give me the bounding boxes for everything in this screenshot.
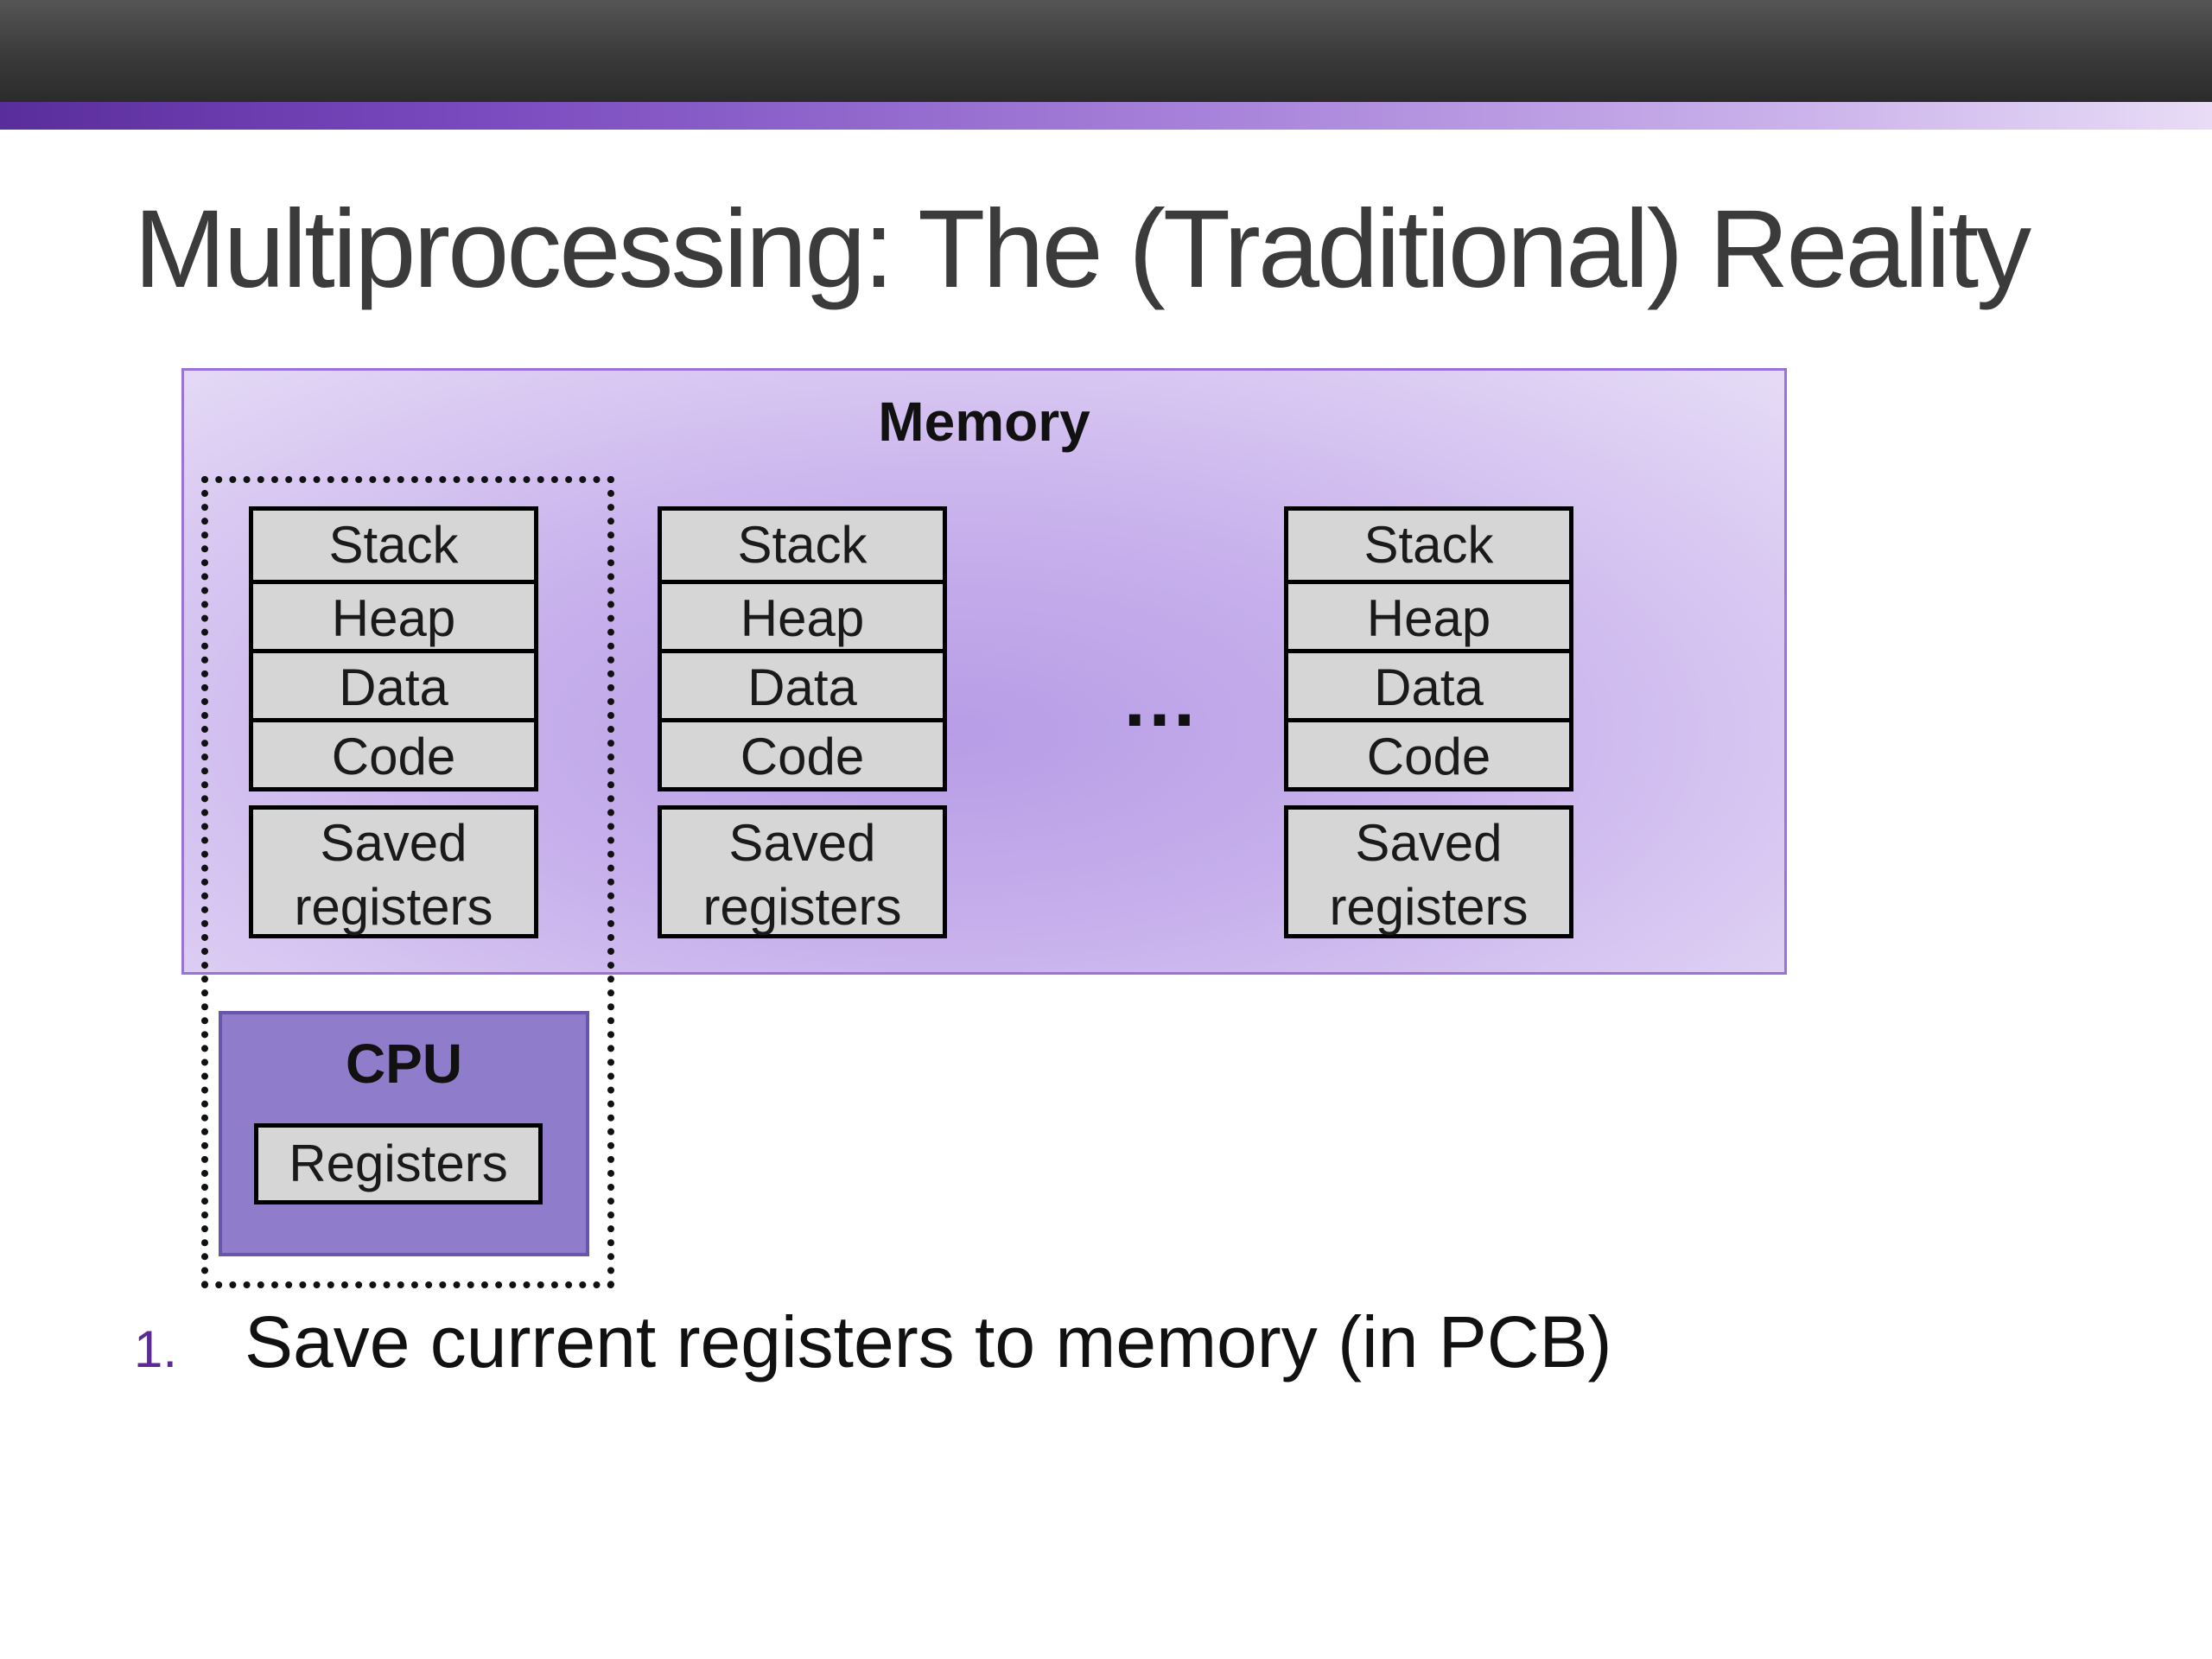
address-space: Stack Heap Data Code xyxy=(249,506,538,791)
data-segment: Data xyxy=(662,649,943,718)
data-segment: Data xyxy=(1288,649,1569,718)
list-item: 1. Save current registers to memory (in P… xyxy=(134,1300,1611,1384)
saved-registers-line1: Saved xyxy=(728,814,876,872)
code-segment: Code xyxy=(1288,718,1569,787)
code-segment: Code xyxy=(253,718,534,787)
header-bar xyxy=(0,0,2212,102)
memory-box: Memory Stack Heap Data Code Saved regist… xyxy=(181,368,1787,975)
saved-registers-line2: registers xyxy=(294,878,493,936)
saved-registers-line2: registers xyxy=(702,878,902,936)
cpu-box: CPU Registers xyxy=(219,1011,589,1256)
data-segment: Data xyxy=(253,649,534,718)
list-number: 1. xyxy=(134,1320,178,1378)
saved-registers-line1: Saved xyxy=(320,814,467,872)
stack-segment: Stack xyxy=(253,511,534,580)
address-space: Stack Heap Data Code xyxy=(658,506,947,791)
code-segment: Code xyxy=(662,718,943,787)
stack-segment: Stack xyxy=(662,511,943,580)
saved-registers-box: Saved registers xyxy=(1284,805,1573,938)
saved-registers-line1: Saved xyxy=(1355,814,1503,872)
slide-title: Multiprocessing: The (Traditional) Reali… xyxy=(134,188,2031,311)
stack-segment: Stack xyxy=(1288,511,1569,580)
heap-segment: Heap xyxy=(253,580,534,649)
memory-label: Memory xyxy=(878,391,1090,453)
ellipsis: … xyxy=(1121,657,1200,743)
heap-segment: Heap xyxy=(662,580,943,649)
cpu-registers-box: Registers xyxy=(254,1123,543,1205)
process-1: Stack Heap Data Code Saved registers xyxy=(249,506,538,938)
saved-registers-box: Saved registers xyxy=(249,805,538,938)
address-space: Stack Heap Data Code xyxy=(1284,506,1573,791)
saved-registers-line2: registers xyxy=(1329,878,1529,936)
process-n: Stack Heap Data Code Saved registers xyxy=(1284,506,1573,938)
accent-gradient-bar xyxy=(0,102,2212,130)
list-text: Save current registers to memory (in PCB… xyxy=(245,1301,1612,1382)
heap-segment: Heap xyxy=(1288,580,1569,649)
cpu-label: CPU xyxy=(345,1033,463,1095)
process-2: Stack Heap Data Code Saved registers xyxy=(658,506,947,938)
saved-registers-box: Saved registers xyxy=(658,805,947,938)
current-process-outline xyxy=(201,476,614,1288)
